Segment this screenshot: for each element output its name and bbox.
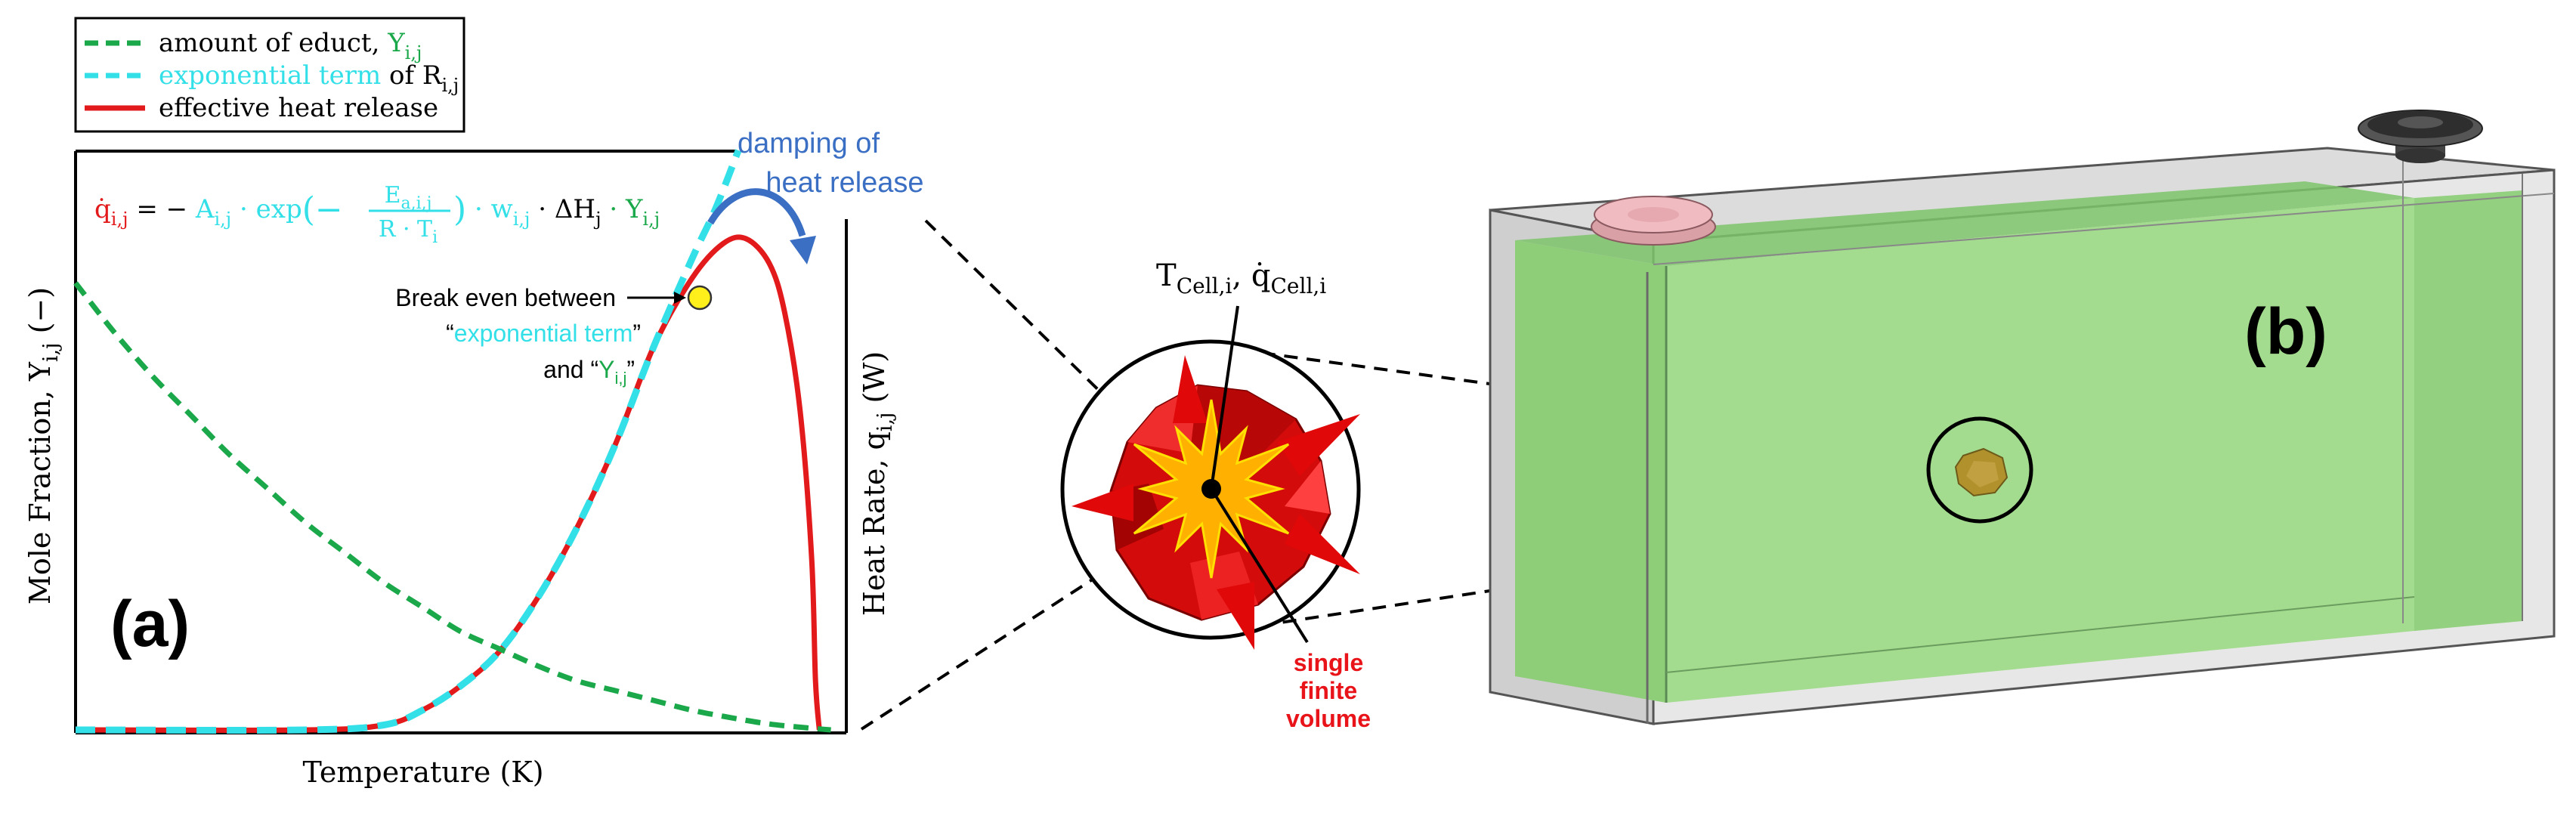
- cell-left-face: [1515, 240, 1666, 703]
- volume-pointer: [1210, 487, 1309, 644]
- damping-label-line2: heat release: [765, 167, 923, 199]
- cell-right-face: [2414, 190, 2522, 631]
- series-educt-line: [73, 281, 831, 733]
- cell-spike-4: [1217, 582, 1254, 650]
- legend-label-heat: effective heat release: [159, 93, 438, 123]
- y-axis-right-label: Heat Rate, qi,j (W): [858, 351, 897, 616]
- equation-frac-num: Ea,i,j: [385, 182, 432, 213]
- panel-a: Break even between “exponential term” an…: [23, 128, 924, 789]
- series-exponential-line: [75, 149, 742, 734]
- connector-a-bottom: [860, 554, 1131, 731]
- cell-edge-bottom: [1665, 596, 2415, 673]
- damping-arrow: [707, 188, 806, 237]
- damping-label-line1: damping of: [738, 128, 880, 159]
- rate-equation: q̇i,j = − Ai,j · exp(− Ea,i,j R · Ti ) ·…: [94, 182, 660, 247]
- damping-arrowhead: [790, 236, 816, 264]
- cell-front-face: [1666, 198, 2414, 703]
- volume-label-line3: volume: [1286, 705, 1371, 732]
- negative-terminal-center: [2398, 116, 2443, 128]
- zoom-volume: TCell,i, q̇Cell,i single finite volume: [1060, 258, 1371, 732]
- connector-b-top: [1239, 348, 1958, 449]
- equation-main: q̇i,j = − Ai,j · exp(−: [94, 190, 343, 230]
- temp-pointer: [1210, 305, 1239, 490]
- cell-spike-1: [1173, 355, 1208, 423]
- battery-volume-facet: [1966, 461, 1999, 487]
- legend-label-exp: exponential term of Ri,j: [159, 60, 459, 96]
- cell-spike-5: [1285, 514, 1360, 574]
- break-even-line1: Break even between: [395, 284, 616, 311]
- cell-state-label: TCell,i, q̇Cell,i: [1156, 258, 1326, 298]
- equation-frac-den: R · Ti: [379, 216, 438, 247]
- break-even-marker: [687, 285, 713, 311]
- legend-label-educt: amount of educt, Yi,j: [159, 28, 422, 63]
- battery-zoom-circle: [1926, 416, 2033, 524]
- volume-label-line1: single: [1294, 649, 1363, 676]
- panel-a-label: (a): [110, 588, 190, 660]
- chart-curves: [73, 149, 831, 734]
- casing-edge-top-inner: [1653, 193, 2555, 265]
- legend: amount of educt, Yi,j exponential term o…: [74, 17, 465, 133]
- cell-facet-5: [1285, 461, 1330, 514]
- cell-spike-2: [1277, 414, 1360, 476]
- y-axis-left-label: Mole Fraction, Yi,j (−): [23, 287, 63, 604]
- panel-b-label: (b): [2244, 295, 2327, 368]
- cell-top-face: [1515, 181, 2414, 266]
- break-even-line3: and “Yi,j”: [543, 356, 635, 388]
- x-axis-label: Temperature (K): [302, 756, 543, 789]
- equation-tail: ) · wi,j · ΔHj · Yi,j: [453, 190, 660, 230]
- break-even-line2: “exponential term”: [446, 320, 641, 347]
- volume-label-line2: finite: [1300, 677, 1357, 704]
- cell-spike-3: [1072, 484, 1133, 521]
- break-even-arrowhead: [674, 292, 686, 304]
- negative-terminal-stem-base: [2395, 148, 2445, 163]
- positive-terminal-center: [1628, 207, 1679, 222]
- panel-b-battery: (b): [1489, 110, 2556, 725]
- connector-a-top: [924, 219, 1118, 410]
